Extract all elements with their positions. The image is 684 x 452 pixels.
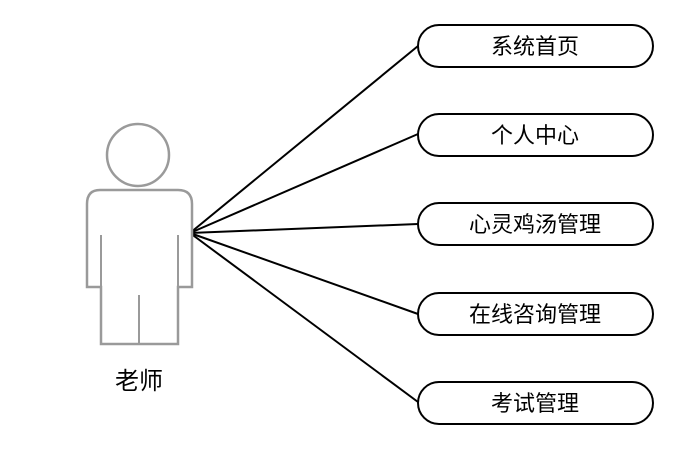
use-case-2[interactable]: 个人中心 bbox=[417, 113, 654, 157]
use-case-label-3: 心灵鸡汤管理 bbox=[469, 213, 601, 238]
association-line-2 bbox=[189, 133, 419, 234]
use-case-1[interactable]: 系统首页 bbox=[417, 24, 654, 68]
use-case-5[interactable]: 考试管理 bbox=[417, 381, 654, 425]
association-line-1 bbox=[189, 45, 419, 234]
use-case-label-5: 考试管理 bbox=[491, 392, 579, 417]
use-case-label-1: 系统首页 bbox=[491, 35, 579, 60]
association-line-3 bbox=[189, 223, 419, 234]
use-case-3[interactable]: 心灵鸡汤管理 bbox=[417, 202, 654, 246]
use-case-label-2: 个人中心 bbox=[491, 124, 579, 149]
use-case-4[interactable]: 在线咨询管理 bbox=[417, 292, 654, 336]
person-icon bbox=[85, 122, 194, 346]
association-line-4 bbox=[189, 232, 419, 315]
association-line-5 bbox=[189, 232, 419, 403]
use-case-label-4: 在线咨询管理 bbox=[469, 303, 601, 328]
actor-label: 老师 bbox=[115, 367, 163, 395]
